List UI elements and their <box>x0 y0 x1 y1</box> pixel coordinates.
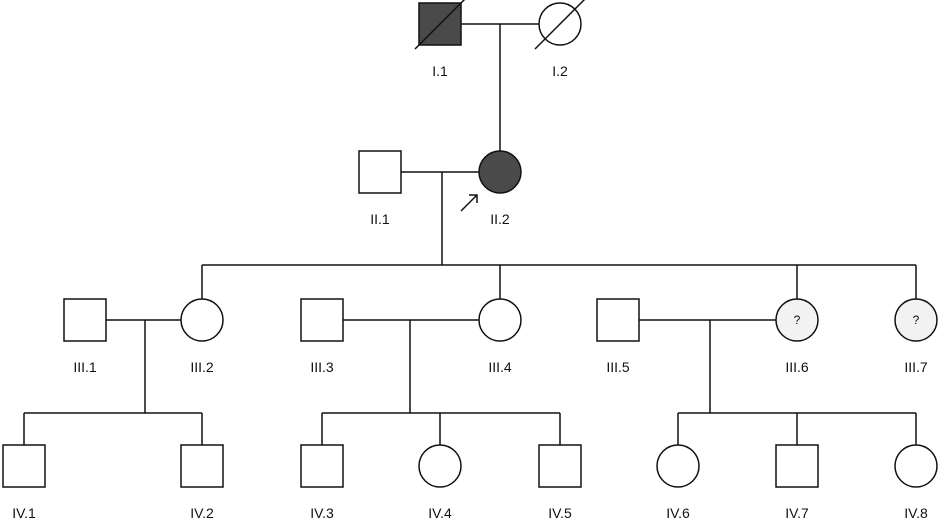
individual-label: IV.8 <box>904 505 928 521</box>
individual-label: IV.7 <box>785 505 809 521</box>
individual-label: IV.6 <box>666 505 690 521</box>
female-symbol <box>418 444 462 488</box>
individual-label: IV.2 <box>190 505 214 521</box>
male-symbol <box>2 444 46 488</box>
individual-label: IV.3 <box>310 505 334 521</box>
unknown-status-mark: ? <box>912 313 920 327</box>
deceased-slash <box>414 0 466 50</box>
proband-arrow-icon <box>460 194 478 212</box>
female-symbol <box>478 298 522 342</box>
male-symbol <box>596 298 640 342</box>
individual-label: III.7 <box>904 359 928 375</box>
pedigree-lines <box>23 23 917 445</box>
individual-label: III.1 <box>73 359 97 375</box>
deceased-slash <box>534 0 586 50</box>
individual-label: IV.5 <box>548 505 572 521</box>
male-symbol <box>538 444 582 488</box>
male-symbol <box>775 444 819 488</box>
individual-label: I.1 <box>432 63 448 79</box>
male-symbol <box>180 444 224 488</box>
individual-label: I.2 <box>552 63 568 79</box>
individual-label: III.6 <box>785 359 809 375</box>
pedigree-symbols <box>2 0 938 488</box>
individual-label: II.1 <box>370 211 390 227</box>
female-symbol <box>775 298 819 342</box>
individual-label: IV.1 <box>12 505 36 521</box>
individual-label: III.4 <box>488 359 512 375</box>
female-symbol <box>478 150 522 194</box>
unknown-status-mark: ? <box>793 313 801 327</box>
male-symbol <box>358 150 402 194</box>
female-symbol <box>894 444 938 488</box>
male-symbol <box>300 298 344 342</box>
individual-label: III.3 <box>310 359 334 375</box>
individual-label: IV.4 <box>428 505 452 521</box>
female-symbol <box>180 298 224 342</box>
female-symbol <box>894 298 938 342</box>
female-symbol <box>656 444 700 488</box>
individual-label: III.2 <box>190 359 214 375</box>
individual-label: II.2 <box>490 211 510 227</box>
male-symbol <box>63 298 107 342</box>
male-symbol <box>300 444 344 488</box>
individual-label: III.5 <box>606 359 630 375</box>
